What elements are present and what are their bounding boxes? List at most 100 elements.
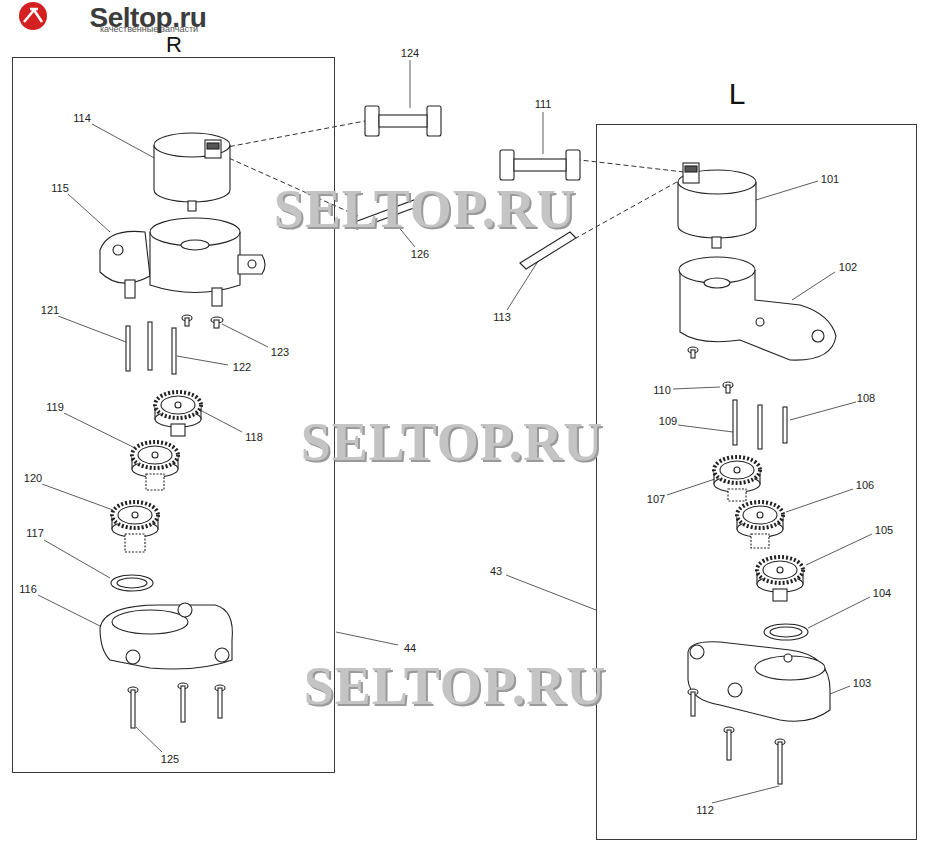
part-drawing: [756, 318, 764, 326]
part-drawing: [500, 150, 514, 180]
part-drawing: [783, 407, 787, 443]
part-drawing: [685, 166, 697, 172]
leader-line: [336, 632, 398, 645]
callout-number: 107: [646, 493, 666, 505]
part-drawing: [757, 557, 803, 583]
callout-number: 103: [852, 677, 872, 689]
part-drawing: [125, 534, 145, 552]
part-drawing: [514, 159, 566, 171]
callout-number: 122: [232, 361, 252, 373]
part-drawing: [812, 330, 824, 342]
part-drawing: [427, 106, 441, 136]
callout-number: 123: [270, 346, 290, 358]
leader-line: [806, 534, 872, 565]
part-drawing: [161, 396, 195, 414]
part-drawing: [683, 163, 699, 183]
leader-line: [808, 597, 870, 628]
leader-line: [678, 425, 733, 432]
part-drawing: [734, 467, 740, 473]
part-drawing: [757, 512, 763, 518]
part-drawing: [132, 442, 178, 468]
callout-number: 104: [872, 587, 892, 599]
part-drawing: [178, 603, 192, 617]
dashed-guide: [222, 121, 365, 148]
leader-line: [222, 324, 268, 347]
part-drawing: [733, 400, 737, 445]
leader-line: [68, 194, 110, 232]
callout-number: 44: [403, 642, 417, 654]
callout-number: 120: [23, 472, 43, 484]
part-drawing: [566, 150, 580, 180]
leader-line: [506, 575, 596, 610]
part-drawing: [118, 506, 152, 524]
part-drawing: [784, 654, 792, 662]
part-drawing: [205, 140, 221, 158]
part-drawing: [117, 578, 147, 588]
leader-line: [44, 540, 110, 578]
part-drawing: [185, 318, 189, 326]
leader-line: [543, 112, 544, 154]
logo-tagline: качественные запчасти: [100, 25, 198, 35]
part-drawing: [100, 605, 232, 669]
part-drawing: [737, 502, 783, 528]
part-drawing: [712, 237, 721, 248]
part-drawing: [112, 610, 188, 634]
leader-line: [792, 272, 835, 300]
part-drawing: [727, 730, 731, 760]
callout-number: 101: [820, 173, 840, 185]
leader-line: [667, 478, 718, 495]
part-drawing: [714, 457, 760, 483]
callout-number: 105: [874, 524, 894, 536]
part-drawing: [100, 231, 150, 283]
part-drawing: [148, 322, 152, 370]
part-drawing: [704, 278, 730, 288]
callout-number: 124: [400, 47, 420, 59]
part-drawing: [155, 392, 201, 418]
part-drawing: [152, 452, 158, 458]
leader-line: [786, 489, 853, 512]
part-drawing: [758, 405, 762, 449]
leader-line: [38, 60, 872, 803]
part-drawing: [688, 642, 830, 722]
part-drawing: [100, 106, 836, 784]
leader-line: [92, 124, 158, 160]
group-letter: R: [166, 34, 182, 56]
callout-number: 121: [40, 304, 60, 316]
part-drawing: [728, 489, 746, 501]
part-drawing: [379, 115, 427, 127]
part-drawing: [691, 692, 695, 716]
part-drawing: [188, 201, 196, 211]
callout-number: 102: [838, 261, 858, 273]
callout-number: 106: [855, 479, 875, 491]
part-drawing: [181, 240, 209, 250]
leader-line: [790, 402, 856, 420]
leader-line: [712, 786, 779, 803]
callout-number: 126: [410, 248, 430, 260]
part-drawing: [126, 326, 130, 371]
callout-number: 125: [160, 753, 180, 765]
part-drawing: [218, 688, 222, 718]
watermark: SELTOP.RU: [301, 413, 604, 472]
logo-icon: [19, 2, 47, 30]
part-drawing: [132, 512, 138, 518]
callout-number: 115: [50, 182, 70, 194]
leader-line: [64, 413, 135, 448]
part-drawing: [764, 624, 808, 640]
callout-number: 111: [534, 98, 553, 110]
callout-number: 118: [244, 431, 264, 443]
logo-icon: [19, 2, 47, 30]
part-drawing: [778, 742, 782, 784]
callout-number: 119: [45, 401, 65, 413]
leader-line: [410, 60, 411, 108]
part-drawing: [773, 589, 787, 601]
watermark: SELTOP.RU: [274, 180, 577, 239]
leader-line: [200, 410, 242, 432]
part-drawing: [238, 255, 265, 274]
part-drawing: [690, 645, 704, 659]
group-letter: L: [729, 79, 746, 109]
leader-line: [756, 181, 818, 200]
part-drawing: [214, 320, 219, 328]
part-drawing: [111, 575, 153, 591]
part-drawing: [763, 561, 797, 579]
